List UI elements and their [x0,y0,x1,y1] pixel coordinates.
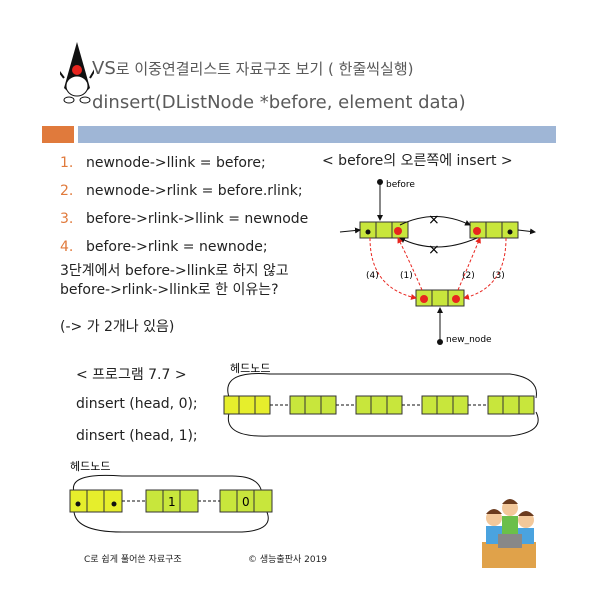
footer-copyright: © 생능출판사 2019 [248,555,328,565]
list-node [421,395,469,415]
slide-title: VS로 이중연결리스트 자료구조 보기 ( 한줄씩실행) [92,58,414,79]
insert-diagram-title: < before의 오른쪽에 insert > [322,153,513,169]
kids-illustration [482,499,536,568]
header-bar [78,126,556,143]
step-item: 3.before->rlink->llink = newnode [60,211,309,227]
insert-diagram: before × × (4) (1) (2) (3) new_node [339,179,536,345]
step-label: (1) [400,271,413,281]
node-value: 0 [242,495,250,509]
list-node [355,395,403,415]
steps-list: 1.newnode->llink = before; 2.newnode->rl… [60,152,308,264]
brand-text: VS [92,58,116,79]
head-node-label: 헤드노드 [230,362,270,375]
step-label: (4) [366,271,379,281]
footer-book-title: C로 쉽게 풀어쓴 자료구조 [84,555,182,565]
question-text: 3단계에서 before->llink로 하지 않고 before->rlink… [60,263,289,298]
function-title: dinsert(DListNode *before, element data) [92,92,466,113]
new-node-label: new_node [446,335,492,345]
title-korean: 로 이중연결리스트 자료구조 보기 ( 한줄씩실행) [115,60,414,78]
list-node [289,395,337,415]
step-label: (2) [462,271,475,281]
after-node [469,221,519,239]
mascot-icon [60,42,94,104]
node-value: 1 [168,495,176,509]
program-title: < 프로그램 7.7 > [76,367,187,383]
before-label: before [386,180,415,190]
small-list-diagram: 헤드노드 1 0 [69,460,273,533]
list-node [223,395,271,415]
program-list-diagram: 헤드노드 [223,362,539,437]
head-node [69,489,123,513]
accent-bar [42,126,74,143]
list-node: 1 [145,489,199,513]
svg-text:×: × [428,212,440,228]
list-node [487,395,535,415]
step-item: 1.newnode->llink = before; [60,155,266,171]
head-node-label: 헤드노드 [70,460,110,473]
step-label: (3) [492,271,505,281]
list-node: 0 [219,489,273,513]
step-item: 2.newnode->rlink = before.rlink; [60,183,303,199]
program-line: dinsert (head, 1); [76,428,198,444]
new-node [415,289,465,307]
program-line: dinsert (head, 0); [76,396,198,412]
note-text: (-> 가 2개나 있음) [60,319,175,335]
step-item: 4.before->rlink = newnode; [60,239,268,255]
svg-text:×: × [428,242,440,258]
